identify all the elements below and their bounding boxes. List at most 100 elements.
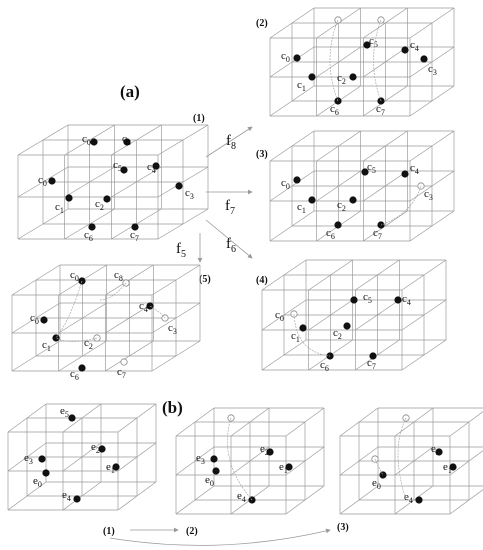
b1-label-e0: e0 [33, 475, 42, 489]
a3-dot-c6 [334, 221, 342, 229]
b3-dot-e1 [449, 463, 457, 471]
b2-label-e4: e4 [237, 490, 246, 504]
a4-label-c4: c4 [402, 293, 411, 307]
a2-dot-c3 [420, 55, 428, 63]
b1-dot-e1 [112, 463, 120, 471]
b1-label-e5: e5 [60, 405, 69, 419]
b-label-1: (1) [103, 526, 115, 537]
b3-dot-e4 [415, 496, 423, 504]
a2-dot-c4 [401, 46, 409, 54]
panel-label-a3: (3) [256, 149, 268, 160]
a1-dot-c0b [90, 138, 98, 146]
a5-curve-2 [99, 282, 127, 301]
a2-dot-c5 [363, 41, 371, 49]
a5-label-c2: c2 [84, 337, 93, 351]
a3-dot-c0 [293, 176, 301, 184]
box-a1 [17, 124, 209, 240]
a1-label-c4: c4 [147, 161, 156, 175]
b2-dot-e3 [210, 455, 218, 463]
a2-label-c1: c1 [297, 79, 306, 93]
a2-curve-2 [373, 19, 382, 102]
a1-dot-c1 [65, 194, 73, 202]
b2-label-e3: e3 [196, 452, 205, 466]
a5-label-c6: c6 [70, 368, 79, 382]
b3-label-e1: e1 [443, 461, 452, 475]
a3-label-c6: c6 [326, 227, 335, 241]
a3-label-c7: c7 [373, 227, 382, 241]
b2-label-e1: e1 [279, 461, 288, 475]
a1-dot-c5 [120, 166, 128, 174]
a1-label-c0b: c0 [82, 133, 91, 147]
panel-label-a5: (5) [199, 274, 211, 285]
a4-label-c1: c1 [291, 330, 300, 344]
arrow-f6 [205, 219, 253, 259]
a1-label-c3: c3 [185, 187, 194, 201]
b1-label-e1: e1 [106, 461, 115, 475]
a2-label-c6: c6 [330, 103, 339, 117]
label-f7: f7 [225, 198, 235, 217]
a2-label-c0: c0 [281, 50, 290, 64]
b2-dot-e1 [285, 463, 293, 471]
a3-label-c4: c4 [410, 162, 419, 176]
a2-dot-c0 [293, 54, 301, 62]
b3-label-e2: e2 [431, 443, 440, 457]
a1-dot-c2 [103, 195, 111, 203]
b2-curve [227, 417, 253, 501]
section-a-label: (a) [120, 82, 140, 101]
a2-label-c7: c7 [376, 103, 385, 117]
a5-label-c1: c1 [42, 339, 51, 353]
a4-dot-c4 [394, 296, 402, 304]
a1-label-c6: c6 [84, 229, 93, 243]
a5-label-c0b: c0 [30, 312, 39, 326]
panel-label-a1: (1) [193, 113, 205, 124]
b1-dot-e4 [73, 495, 81, 503]
b1-label-e2: e2 [91, 441, 100, 455]
b3-label-e0: e0 [372, 477, 381, 491]
box-b3 [339, 407, 483, 515]
a5-label-c4: c4 [139, 300, 148, 314]
a4-dot-c1 [299, 324, 307, 332]
a4-label-c5: c5 [363, 291, 372, 305]
panel-label-a2: (2) [256, 18, 268, 29]
a1-label-c2: c2 [95, 198, 104, 212]
a5-ring-c7 [120, 358, 128, 366]
b1-dot-e0 [42, 469, 50, 477]
a2-dot-c2 [349, 73, 357, 81]
a2-dot-c1 [308, 73, 316, 81]
a3-dot-c2 [349, 196, 357, 204]
a2-curve-1 [329, 19, 339, 102]
b3-dot-e0 [379, 471, 387, 479]
a5-label-c8: c8 [114, 269, 123, 283]
a3-dot-c1 [308, 196, 316, 204]
a3-curve [380, 185, 422, 226]
b2-label-e2: e2 [260, 443, 269, 457]
a5-label-c3: c3 [168, 322, 177, 336]
b1-label-e3: e3 [24, 452, 33, 466]
b1-dot-e5 [68, 414, 76, 422]
a4-curve [293, 313, 331, 357]
a3-label-c2: c2 [337, 199, 346, 213]
a1-dot-c4 [152, 162, 160, 170]
box-a4 [261, 259, 447, 371]
a3-label-c5: c5 [367, 161, 376, 175]
a1-label-c8: c8 [122, 133, 131, 147]
a2-label-c5: c5 [369, 35, 378, 49]
a1-dot-c6 [88, 223, 96, 231]
b2-dot-e2 [266, 448, 274, 456]
box-a3 [269, 130, 455, 242]
a1-dot-c7 [131, 223, 139, 231]
a4-dot-c2 [343, 322, 351, 330]
b3-curve-2 [374, 458, 384, 476]
section-b-label: (b) [162, 398, 183, 417]
b3-curve-1 [397, 417, 407, 501]
a1-label-c5: c5 [113, 159, 122, 173]
a1-label-c1: c1 [55, 201, 64, 215]
a3-label-c1: c1 [297, 201, 306, 215]
a1-dot-c3 [175, 182, 183, 190]
box-b1 [7, 403, 157, 511]
a3-dot-c4 [401, 170, 409, 178]
a1-dot-c8 [123, 138, 131, 146]
b-arrow-1-3 [109, 528, 331, 546]
a5-curve-3 [149, 305, 166, 319]
